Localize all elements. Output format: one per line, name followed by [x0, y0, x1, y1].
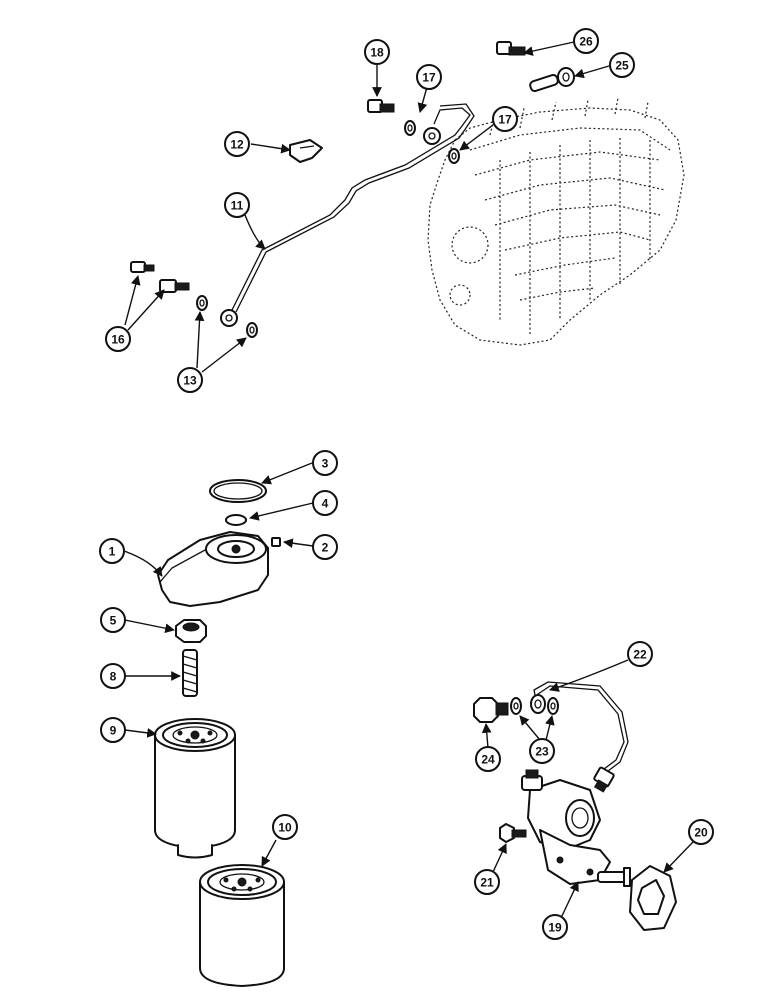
stud-8	[182, 649, 198, 697]
svg-text:3: 3	[322, 457, 329, 471]
callout-24: 24	[475, 746, 501, 772]
callout-18: 18	[364, 39, 390, 65]
callout-20: 20	[688, 819, 714, 845]
callout-5: 5	[100, 607, 126, 633]
svg-text:9: 9	[110, 724, 117, 738]
svg-text:13: 13	[183, 374, 197, 388]
callout-13: 13	[177, 367, 203, 393]
washer-17b	[448, 148, 460, 164]
gasket-20	[629, 865, 677, 931]
svg-text:1: 1	[109, 545, 116, 559]
callout-25: 25	[609, 52, 635, 78]
callout-4: 4	[312, 490, 338, 516]
svg-text:5: 5	[110, 614, 117, 628]
callout-21: 21	[474, 869, 500, 895]
svg-text:11: 11	[231, 199, 244, 213]
callout-23: 23	[529, 738, 555, 764]
filter-element-9	[154, 718, 236, 859]
callout-3: 3	[312, 450, 338, 476]
callout-8: 8	[100, 663, 126, 689]
svg-text:2: 2	[322, 541, 329, 555]
lift-pump-19	[521, 769, 631, 887]
callout-10: 10	[272, 814, 298, 840]
svg-text:12: 12	[230, 138, 244, 152]
svg-text:23: 23	[535, 745, 549, 759]
bolt-21	[499, 823, 527, 843]
callout-1: 1	[99, 538, 125, 564]
engine-block-illustration	[427, 97, 685, 346]
o-ring-4	[225, 514, 247, 526]
callout-17a: 17	[416, 64, 442, 90]
callout-19: 19	[542, 914, 568, 940]
washer-23b	[547, 697, 559, 715]
filter-head-1	[157, 531, 269, 607]
clip-12	[289, 139, 323, 163]
washer-23a	[510, 697, 522, 715]
callout-11: 11	[224, 192, 250, 218]
fuel-line-11	[220, 103, 475, 327]
svg-text:26: 26	[579, 35, 593, 49]
callout-12: 12	[224, 131, 250, 157]
svg-text:17: 17	[422, 71, 436, 85]
callout-2: 2	[312, 534, 338, 560]
svg-text:4: 4	[322, 497, 329, 511]
callout-26: 26	[573, 28, 599, 54]
nut-5	[175, 619, 207, 643]
washer-13b	[246, 322, 258, 338]
banjo-bolt-18	[367, 99, 395, 113]
svg-text:21: 21	[480, 876, 494, 890]
banjo-bolt-16a	[130, 261, 155, 273]
banjo-bolt-24	[473, 697, 509, 723]
svg-text:16: 16	[111, 333, 125, 347]
svg-text:20: 20	[694, 826, 708, 840]
svg-text:17: 17	[498, 113, 512, 127]
svg-text:22: 22	[633, 648, 647, 662]
svg-text:25: 25	[615, 59, 629, 73]
washer-13a	[196, 295, 208, 311]
svg-text:18: 18	[370, 46, 384, 60]
banjo-fitting-25	[529, 67, 575, 93]
callout-9: 9	[100, 717, 126, 743]
svg-text:24: 24	[481, 753, 495, 767]
washer-17a	[404, 120, 416, 136]
banjo-bolt-16b	[159, 279, 190, 293]
svg-text:19: 19	[548, 921, 562, 935]
callout-16: 16	[105, 326, 131, 352]
callout-22: 22	[627, 641, 653, 667]
o-ring-3	[209, 479, 267, 503]
svg-text:8: 8	[110, 670, 117, 684]
filter-element-10	[199, 864, 285, 987]
callout-17b: 17	[492, 106, 518, 132]
fuel-pipe-22	[530, 681, 629, 793]
svg-text:10: 10	[278, 821, 292, 835]
leader-lines	[123, 41, 694, 919]
banjo-bolt-26	[496, 41, 526, 56]
plug-2	[271, 537, 281, 547]
